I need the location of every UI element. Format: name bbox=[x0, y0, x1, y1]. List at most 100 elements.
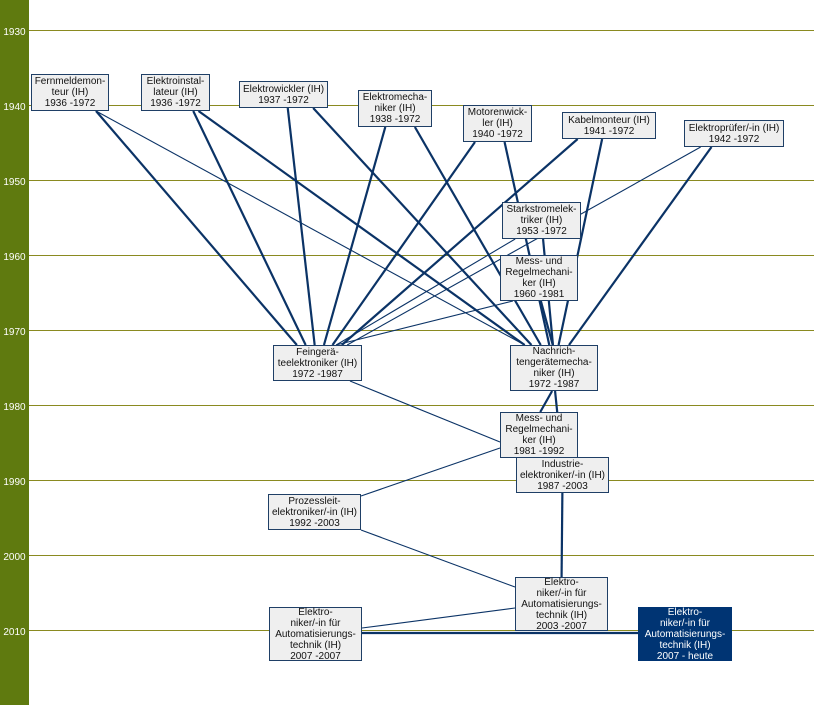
node-text: Prozessleit- bbox=[288, 495, 341, 507]
node-text: Nachrich- bbox=[532, 346, 576, 357]
connection-line bbox=[503, 141, 551, 346]
connection-line bbox=[413, 126, 542, 346]
node-text: Motorenwick- bbox=[467, 107, 528, 118]
node-text: technik (IH) bbox=[659, 639, 711, 651]
year-label: 2010 bbox=[3, 627, 26, 638]
connection-line bbox=[335, 300, 514, 346]
connection-line bbox=[360, 529, 516, 588]
node-text: 1992 -2003 bbox=[289, 517, 340, 529]
node-text: technik (IH) bbox=[289, 639, 342, 651]
node-text: Regelmechani- bbox=[505, 424, 573, 435]
node-text: 1942 -1972 bbox=[708, 133, 760, 145]
connection-line bbox=[322, 126, 387, 346]
node-text: 1937 -1972 bbox=[258, 94, 309, 106]
node-text: tengerätemecha- bbox=[516, 357, 592, 368]
node-elektropruefer[interactable]: Elektroprüfer/-in (IH)1942 -1972 bbox=[684, 120, 784, 147]
node-text: Elektroinstal- bbox=[146, 76, 205, 87]
node-text: Elektrowickler (IH) bbox=[242, 83, 325, 95]
timeline-sidebar bbox=[0, 0, 29, 705]
node-text: Automatisierungs- bbox=[275, 628, 356, 640]
node-fernmeldemonteur[interactable]: Fernmeldemon-teur (IH)1936 -1972 bbox=[31, 74, 109, 111]
node-text: lateur (IH) bbox=[153, 87, 198, 98]
year-label: 1950 bbox=[3, 177, 26, 188]
node-text: 1953 -1972 bbox=[516, 226, 567, 237]
gridline-1980 bbox=[29, 405, 814, 406]
node-industrieelektroniker[interactable]: Industrie-elektroniker/-in (IH)1987 -200… bbox=[516, 457, 609, 493]
year-label: 1990 bbox=[3, 477, 26, 488]
connection-line bbox=[539, 300, 554, 346]
node-kabelmonteur[interactable]: Kabelmonteur (IH)1941 -1972 bbox=[562, 112, 656, 139]
node-text: 1936 -1972 bbox=[44, 98, 96, 109]
connection-line bbox=[560, 492, 564, 578]
node-text: Elektro- bbox=[298, 606, 333, 618]
node-text: Automatisierungs- bbox=[521, 598, 602, 610]
node-text: Mess- und bbox=[515, 413, 563, 424]
gridline-2000 bbox=[29, 555, 814, 556]
year-label: 1930 bbox=[3, 27, 26, 38]
connection-line bbox=[192, 110, 307, 346]
node-text: Mess- und bbox=[515, 256, 563, 267]
year-label: 1940 bbox=[3, 102, 26, 113]
node-elektromechaniker[interactable]: Elektromecha-niker (IH)1938 -1972 bbox=[358, 90, 432, 127]
node-text: 2007 - heute bbox=[656, 650, 714, 662]
node-text: ker (IH) bbox=[522, 278, 556, 289]
gridline-1960 bbox=[29, 255, 814, 256]
node-text: ker (IH) bbox=[522, 435, 556, 446]
node-text: technik (IH) bbox=[535, 609, 588, 621]
node-text: niker (IH) bbox=[533, 368, 575, 379]
connection-line bbox=[95, 110, 298, 346]
node-text: Feingerä- bbox=[296, 346, 339, 358]
node-text: niker (IH) bbox=[374, 103, 416, 114]
year-label: 2000 bbox=[3, 552, 26, 563]
node-text: 1938 -1972 bbox=[369, 114, 421, 125]
node-text: ler (IH) bbox=[482, 118, 513, 129]
node-text: Elektroprüfer/-in (IH) bbox=[688, 122, 780, 134]
node-prozessleitelektroniker[interactable]: Prozessleit-elektroniker/-in (IH)1992 -2… bbox=[268, 494, 361, 530]
year-label: 1980 bbox=[3, 402, 26, 413]
connection-line bbox=[335, 238, 516, 346]
node-text: niker/-in für bbox=[290, 617, 341, 629]
connection-line bbox=[331, 141, 476, 346]
connection-line bbox=[346, 146, 701, 346]
gridline-1930 bbox=[29, 30, 814, 31]
node-text: 1941 -1972 bbox=[583, 125, 635, 137]
connection-line bbox=[568, 146, 713, 346]
node-text: 2003 -2007 bbox=[536, 620, 587, 632]
gridline-2010 bbox=[29, 630, 814, 631]
node-text: 1960 -1981 bbox=[513, 289, 565, 300]
node-text: teelektroniker (IH) bbox=[277, 357, 358, 369]
node-text: 1972 -1987 bbox=[528, 379, 580, 390]
node-nachrichtengeraetemechaniker[interactable]: Nachrich-tengerätemecha-niker (IH)1972 -… bbox=[510, 345, 598, 391]
node-text: 1981 -1992 bbox=[513, 446, 565, 457]
node-motorenwickler[interactable]: Motorenwick-ler (IH)1940 -1972 bbox=[463, 105, 532, 142]
node-text: elektroniker/-in (IH) bbox=[519, 469, 606, 481]
node-text: Elektromecha- bbox=[362, 92, 428, 103]
connection-line bbox=[95, 110, 525, 346]
node-text: 2007 -2007 bbox=[290, 650, 341, 662]
connection-line bbox=[312, 107, 533, 346]
connection-line bbox=[197, 110, 526, 346]
node-text: Industrie- bbox=[541, 458, 584, 470]
gridline-1970 bbox=[29, 330, 814, 331]
node-text: 1972 -1987 bbox=[292, 368, 343, 380]
node-text: niker/-in für bbox=[659, 617, 710, 629]
node-text: Starkstromelek- bbox=[506, 204, 577, 215]
node-elektroinstallateur[interactable]: Elektroinstal-lateur (IH)1936 -1972 bbox=[141, 74, 210, 111]
node-starkstromelektriker[interactable]: Starkstromelek-triker (IH)1953 -1972 bbox=[502, 202, 581, 239]
node-text: 1940 -1972 bbox=[472, 129, 523, 140]
connection-line bbox=[286, 107, 316, 346]
node-elektrowickler[interactable]: Elektrowickler (IH)1937 -1972 bbox=[239, 81, 328, 108]
node-text: triker (IH) bbox=[520, 215, 563, 226]
year-label: 1970 bbox=[3, 327, 26, 338]
connection-line bbox=[557, 138, 604, 346]
node-text: Elektro- bbox=[667, 606, 703, 618]
connection-line bbox=[349, 380, 501, 443]
node-feingeraeteelektroniker[interactable]: Feingerä-teelektroniker (IH)1972 -1987 bbox=[273, 345, 362, 381]
node-text: elektroniker/-in (IH) bbox=[271, 506, 358, 518]
